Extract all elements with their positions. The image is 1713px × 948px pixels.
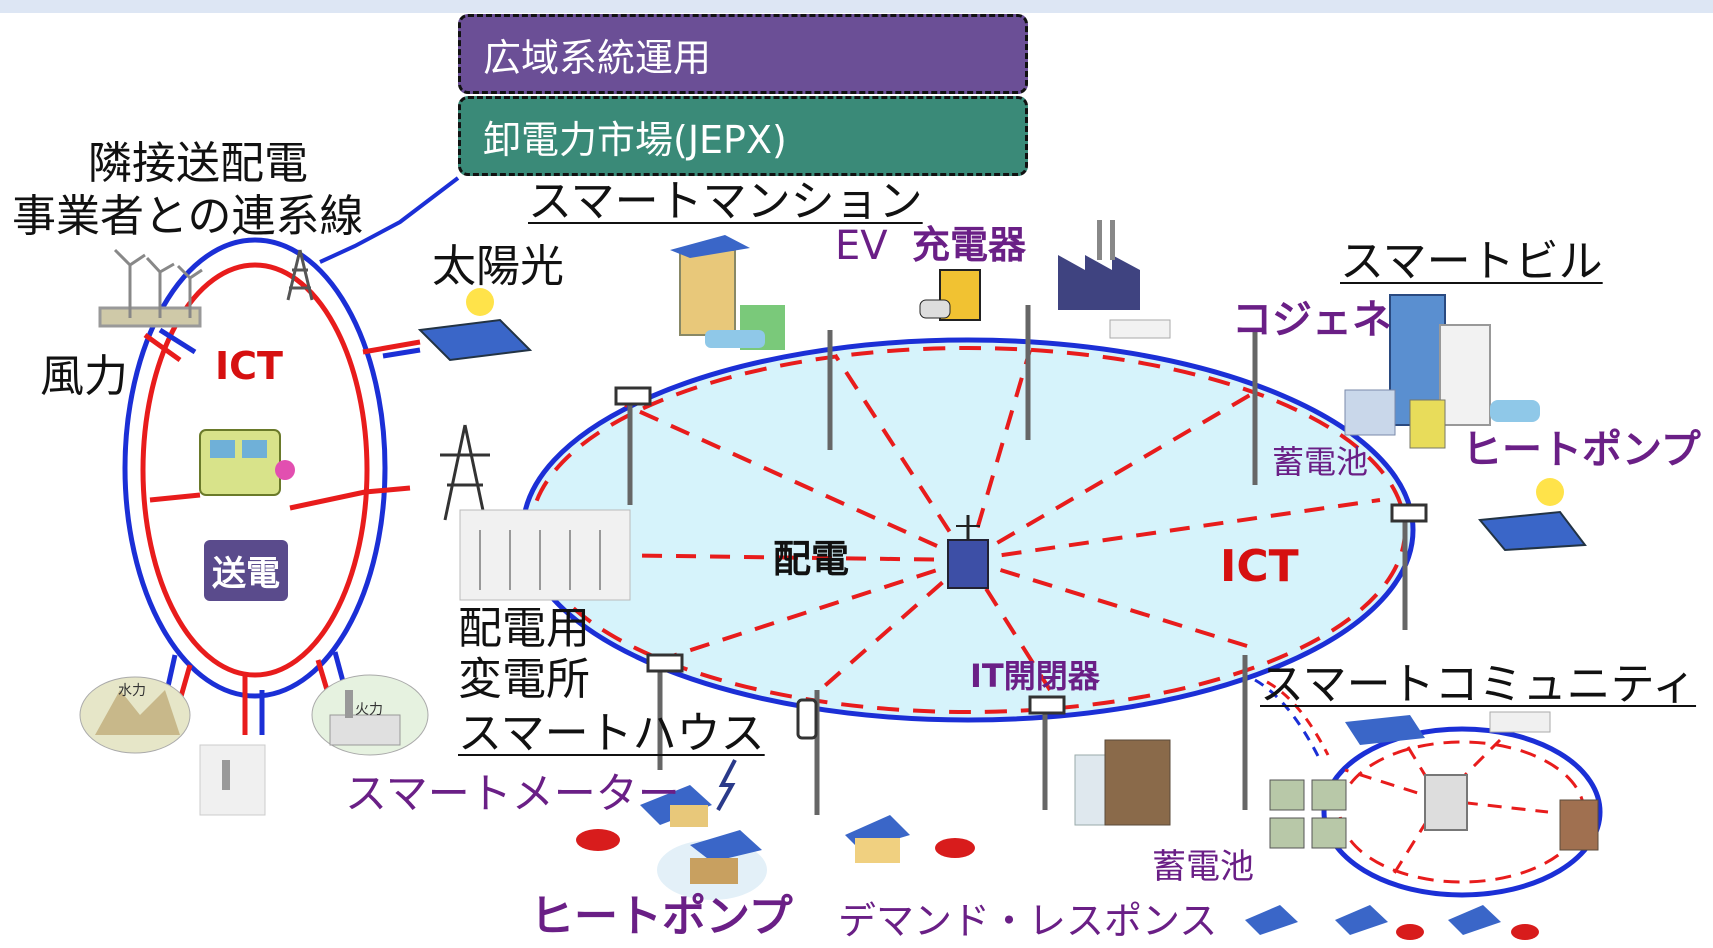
- community-link: [1254, 678, 1322, 761]
- transmission-power-ring: [140, 262, 370, 678]
- central-ict-building: [947, 515, 989, 589]
- market-connector-line: [319, 176, 460, 264]
- smart-building-label: スマートビル: [1340, 236, 1603, 287]
- ev-label: EV: [835, 223, 888, 269]
- house-heat-pump-label: ヒートポンプ: [530, 891, 793, 942]
- community-panel-icon: [1345, 711, 1599, 851]
- community-houses-icon: [1245, 905, 1539, 940]
- office-buildings-icon: [1074, 739, 1171, 826]
- transmission-badge: 送電: [204, 540, 288, 601]
- factory-icon: [1058, 220, 1171, 339]
- interconnection-label-line2: 事業者との連系線: [12, 191, 364, 242]
- demand-response-houses-icon: [845, 815, 975, 863]
- interconnection-label-line1: 隣接送配電: [88, 138, 308, 189]
- smart-mansion-icon: [670, 235, 785, 350]
- top-bar: [0, 0, 1713, 13]
- solar-panel-icon: [417, 288, 533, 362]
- thermal-sign: 火力: [355, 702, 383, 718]
- utility-poles: [627, 305, 1408, 815]
- building-heat-pump-label: ヒートポンプ: [1462, 427, 1701, 473]
- smart-meter-signal-icon: [716, 759, 737, 811]
- transmission-comm-ring: [122, 237, 388, 699]
- smart-meter-label: スマートメーター: [345, 769, 680, 818]
- hydro-plant-icon: [79, 676, 191, 754]
- wide-area-operation-box: 広域系統運用: [458, 14, 1028, 94]
- community-power-link: [1266, 680, 1330, 756]
- solar-panel-right-icon: [1478, 478, 1587, 552]
- wide-area-operation-label: 広域系統運用: [483, 35, 712, 80]
- thermal-plant-icon: [311, 674, 429, 756]
- community-battery-icon: [1269, 779, 1347, 849]
- substation-label-line1: 配電用: [458, 603, 590, 654]
- distribution-label: 配電: [773, 537, 850, 581]
- smart-mansion-label: スマートマンション: [528, 176, 923, 227]
- it-switch-label: IT開閉器: [970, 657, 1100, 695]
- wholesale-market-label: 卸電力市場(JEPX): [483, 117, 787, 162]
- building-battery-label: 蓄電池: [1272, 443, 1369, 481]
- distribution-spokes: [599, 349, 1381, 692]
- distribution-ict-label: ICT: [1220, 541, 1299, 592]
- cogeneration-label: コジェネ: [1232, 297, 1392, 343]
- smart-community-label: スマートコミュニティ: [1260, 659, 1697, 710]
- wind-turbine-icon: [98, 248, 203, 328]
- interconnection-tower-icon: [286, 249, 314, 301]
- substation-icon: [459, 509, 631, 601]
- control-room-icon: [199, 429, 295, 496]
- solar-label: 太陽光: [432, 241, 564, 292]
- demand-response-label: デマンド・レスポンス: [838, 899, 1218, 943]
- wholesale-market-box: 卸電力市場(JEPX): [458, 96, 1028, 176]
- ev-charger-icon: [919, 269, 981, 321]
- wind-label: 風力: [40, 351, 128, 402]
- hydro-sign: 水力: [118, 683, 146, 699]
- smart-house-icon: [576, 785, 767, 900]
- transmission-tower-icon: [440, 424, 490, 521]
- smart-building-icon: [1344, 294, 1540, 449]
- nuclear-plant-icon: [199, 744, 266, 816]
- transmission-ict-label: ICT: [215, 344, 283, 388]
- smart-house-label: スマートハウス: [458, 708, 765, 759]
- community-battery-label: 蓄電池: [1152, 847, 1254, 887]
- substation-label-line2: 変電所: [458, 654, 590, 705]
- pole-devices: [614, 386, 1428, 740]
- ev-charger-label: 充電器: [912, 223, 1027, 267]
